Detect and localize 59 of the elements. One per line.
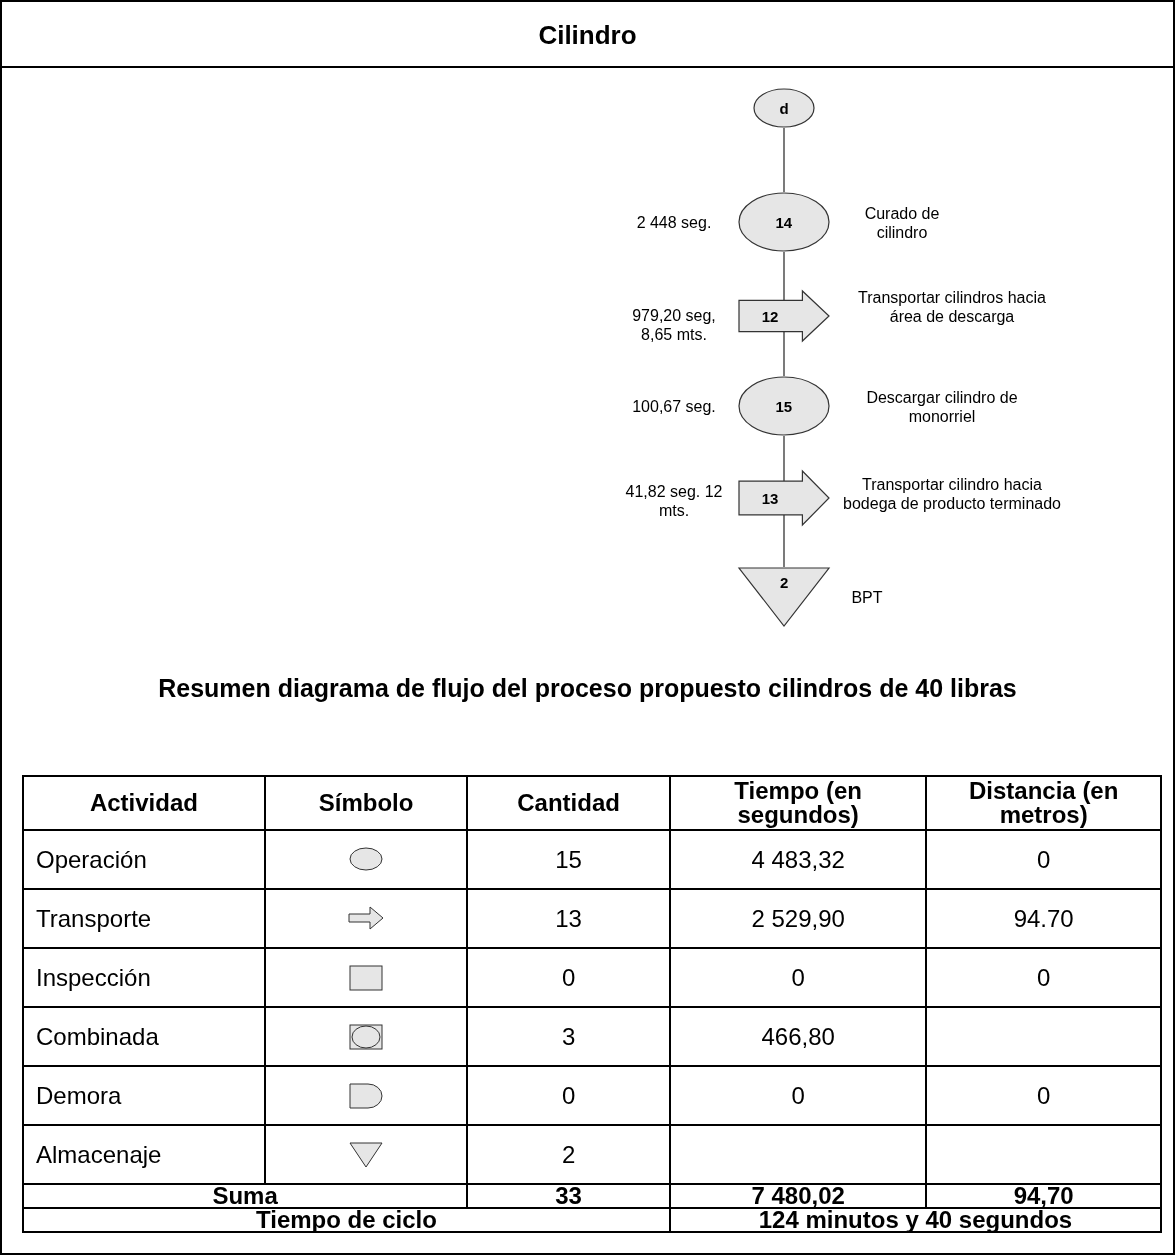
table-cell: 94.70 bbox=[926, 889, 1161, 948]
summary-heading: Resumen diagrama de flujo del proceso propuesto cilindros de 40 libras bbox=[158, 674, 1017, 703]
table-cell: 13 bbox=[467, 889, 670, 948]
time-note: 41,82 seg. 12 mts. bbox=[624, 482, 724, 520]
column-header: Cantidad bbox=[467, 776, 670, 830]
activity-description: Descargar cilindro de monorriel bbox=[865, 388, 1019, 426]
total-cell: 94,70 bbox=[926, 1184, 1161, 1208]
column-header: Tiempo (en segundos) bbox=[669, 776, 927, 830]
transport-symbol bbox=[738, 470, 830, 526]
connector-line bbox=[783, 330, 785, 377]
table-cell: 0 bbox=[467, 1066, 670, 1125]
table-cell: 0 bbox=[926, 830, 1161, 889]
activity-description: Transportar cilindros hacia área de descarga bbox=[857, 288, 1047, 326]
operation-circle bbox=[738, 376, 830, 436]
title: Cilindro bbox=[538, 20, 637, 51]
table-cell: 0 bbox=[467, 948, 670, 1007]
table-cell: 466,80 bbox=[669, 1007, 927, 1066]
storage-triangle bbox=[738, 567, 830, 627]
table-cell: Combinada bbox=[23, 1007, 265, 1066]
connector-line bbox=[783, 435, 785, 482]
column-header: Distancia (en metros) bbox=[926, 776, 1161, 830]
connector-line bbox=[783, 251, 785, 302]
table-cell: 0 bbox=[926, 948, 1161, 1007]
activity-description: BPT bbox=[850, 588, 884, 607]
column-header: Símbolo bbox=[264, 776, 468, 830]
table-cell: 0 bbox=[926, 1066, 1161, 1125]
table-cell: 4 483,32 bbox=[669, 830, 927, 889]
table-cell: 0 bbox=[669, 948, 927, 1007]
connector-line bbox=[783, 127, 785, 193]
time-note: 979,20 seg, 8,65 mts. bbox=[631, 306, 717, 344]
step-number: 2 bbox=[780, 573, 789, 591]
operation-circle bbox=[753, 88, 815, 128]
table-cell: Demora bbox=[23, 1066, 265, 1125]
total-cell: Tiempo de ciclo bbox=[23, 1208, 670, 1232]
step-number: d bbox=[779, 99, 789, 117]
table-cell: Inspección bbox=[23, 948, 265, 1007]
total-cell: Suma bbox=[23, 1184, 468, 1208]
table-cell: 3 bbox=[467, 1007, 670, 1066]
table-cell: Operación bbox=[23, 830, 265, 889]
step-number: 15 bbox=[775, 397, 793, 415]
transport-symbol bbox=[738, 290, 830, 342]
time-note: 2 448 seg. bbox=[635, 213, 713, 232]
step-number: 12 bbox=[761, 307, 779, 325]
table-cell: 2 529,90 bbox=[669, 889, 927, 948]
table-cell: 2 bbox=[467, 1125, 670, 1184]
connector-line bbox=[783, 514, 785, 568]
step-number: 13 bbox=[761, 489, 779, 507]
table-cell: 0 bbox=[669, 1066, 927, 1125]
operation-circle bbox=[738, 192, 830, 252]
column-header: Actividad bbox=[23, 776, 265, 830]
total-cell: 7 480,02 bbox=[669, 1184, 927, 1208]
total-cell: 33 bbox=[467, 1184, 670, 1208]
table-cell: 15 bbox=[467, 830, 670, 889]
table-cell: Almacenaje bbox=[23, 1125, 265, 1184]
time-note: 100,67 seg. bbox=[631, 397, 717, 416]
step-number: 14 bbox=[775, 213, 793, 231]
activity-description: Transportar cilindro hacia bodega de producto terminado bbox=[842, 475, 1062, 513]
table-cell: Transporte bbox=[23, 889, 265, 948]
activity-description: Curado de cilindro bbox=[863, 204, 941, 242]
